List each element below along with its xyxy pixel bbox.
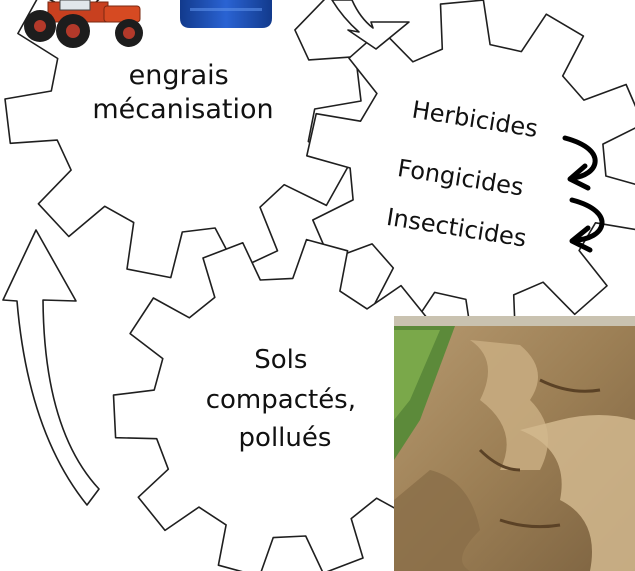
- cycle-arrow-left-icon: [3, 230, 99, 505]
- compacted-soil-photo: [394, 316, 635, 571]
- gear-pesticides: Herbicides Fongicides Insecticides: [307, 0, 635, 344]
- gear-inputs-line-2: mécanisation: [92, 94, 273, 125]
- gear-soils-line-3: pollués: [239, 423, 332, 453]
- gear-inputs: engrais mécanisation: [5, 0, 361, 278]
- gear-soils-line-1: Sols: [254, 345, 307, 375]
- gear-inputs-outline: [5, 0, 361, 278]
- gear-inputs-line-1: engrais: [129, 60, 229, 91]
- cycle-arrow-top-icon: [332, 0, 409, 49]
- gear-soils-line-2: compactés,: [206, 385, 356, 415]
- jerrycan-photo: [180, 0, 272, 28]
